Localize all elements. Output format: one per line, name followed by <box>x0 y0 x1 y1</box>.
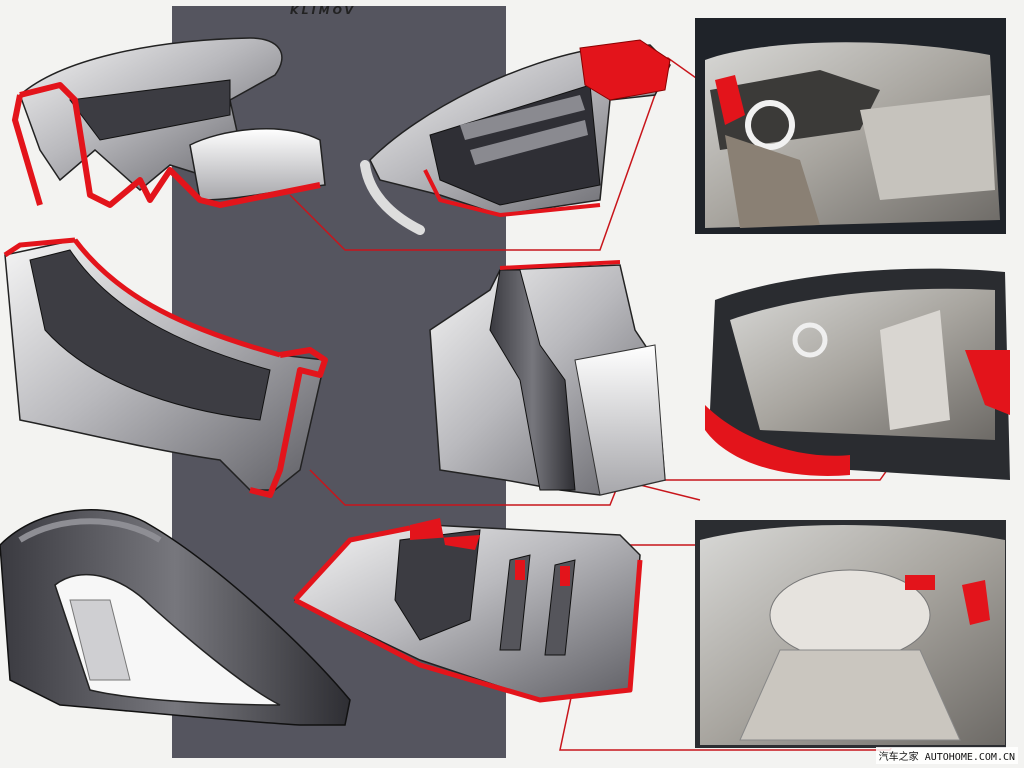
artist-signature: KLIMOV <box>290 4 357 17</box>
door-trim-section-sketch <box>11 37 326 208</box>
dashboard-module-sketch <box>360 39 671 235</box>
center-console-sketch <box>3 237 328 498</box>
rear-shelf-module-sketch <box>293 518 643 703</box>
door-handle-loop-sketch <box>0 509 351 726</box>
source-watermark: 汽车之家 AUTOHOME.COM.CN <box>875 747 1018 764</box>
front-cabin-rendering <box>695 18 1006 234</box>
rear-cabin-rendering <box>695 520 1006 748</box>
seat-back-module-sketch <box>429 260 666 496</box>
side-cabin-rendering <box>705 268 1010 480</box>
